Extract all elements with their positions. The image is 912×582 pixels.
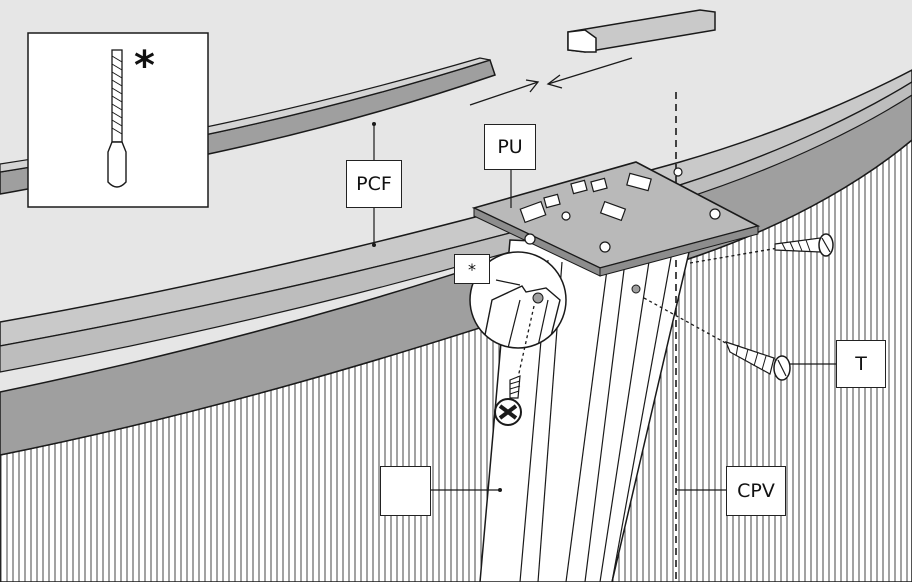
leader-dot [372,243,376,247]
screw-dashed-line-upper [689,245,791,264]
detail-circle [469,251,567,349]
screw-dashed-line-lower [643,297,743,353]
label-cpv: CPV [726,466,786,516]
detail-dashed-line [516,305,535,383]
top-rail-band [0,71,912,456]
label-t: T [836,340,886,388]
pu-plate-holes [519,167,721,253]
leader-dot [372,122,376,126]
move-arrow-icon [469,57,633,106]
detail-upright [479,285,561,348]
label-blank [380,466,431,516]
phillips-screw-head-icon [494,398,522,426]
upright-hole [631,284,641,294]
label-detail-star: * [454,254,490,284]
leader-dot [498,488,502,492]
screw-icon [774,233,834,257]
screw-icon [509,375,521,399]
file-tool-icon [107,49,127,188]
screw-icon [724,341,791,381]
label-pu: PU [484,124,536,170]
leader-lines [373,124,836,491]
inset-star: * [134,43,155,89]
u-channel-end [567,29,597,53]
label-pcf: PCF [346,160,402,208]
pu-plate-front [599,225,759,277]
